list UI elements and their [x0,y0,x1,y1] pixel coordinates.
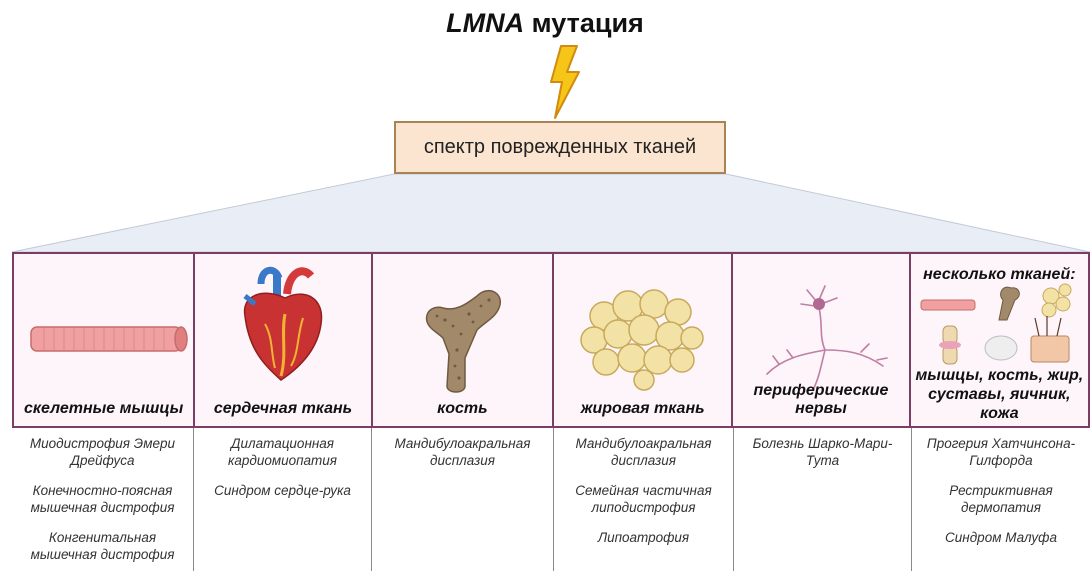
disease-item: Рестриктивная дермопатия [912,482,1090,516]
tissue-panel: скелетные мышцы сердечная ткань кость [12,252,1090,428]
disease-lists: Миодистрофия Эмери Дрейфуса Конечностно-… [12,428,1090,571]
tissue-col-multiple: несколько тканей: мышцы, кость, жир, сус… [911,254,1088,426]
disease-list-nerve: Болезнь Шарко-Мари-Тута [734,428,912,571]
tissue-label: скелетные мышцы [14,400,193,418]
tissue-label: сердечная ткань [195,400,370,418]
disease-item: Мандибулоакральная дисплазия [372,435,553,469]
disease-item: Дилатационная кардиомиопатия [194,435,371,469]
disease-item: Болезнь Шарко-Мари-Тута [734,435,911,469]
disease-item: Мандибулоакральная дисплазия [554,435,733,469]
disease-item: Прогерия Хатчинсона-Гилфорда [912,435,1090,469]
disease-item: Семейная частичная липодистрофия [554,482,733,516]
tissue-col-adipose: жировая ткань [554,254,733,426]
spectrum-label: спектр поврежденных тканей [424,136,696,159]
disease-list-heart: Дилатационная кардиомиопатия Синдром сер… [194,428,372,571]
multi-tissue-label: мышцы, кость, жир, суставы, яичник, кожа [911,366,1088,423]
tissue-label: кость [373,400,552,418]
tissue-col-heart: сердечная ткань [195,254,372,426]
disease-list-multiple: Прогерия Хатчинсона-Гилфорда Рестриктивн… [912,428,1090,571]
tissue-label: жировая ткань [554,400,731,418]
tissue-col-bone: кость [373,254,554,426]
disease-item: Синдром сердце-рука [194,482,371,499]
disease-item: Липоатрофия [554,529,733,546]
disease-list-adipose: Мандибулоакральная дисплазия Семейная ча… [554,428,734,571]
disease-list-skeletal-muscle: Миодистрофия Эмери Дрейфуса Конечностно-… [12,428,194,571]
tissue-col-skeletal-muscle: скелетные мышцы [14,254,195,426]
disease-item: Синдром Малуфа [912,529,1090,546]
disease-item: Конгенитальная мышечная дистрофия [12,529,193,563]
spectrum-box: спектр поврежденных тканей [394,121,726,174]
tissue-col-nerve: периферические нервы [733,254,910,426]
disease-item: Миодистрофия Эмери Дрейфуса [12,435,193,469]
tissue-label: периферические нервы [733,382,908,418]
disease-item: Конечностно-поясная мышечная дистрофия [12,482,193,516]
disease-list-bone: Мандибулоакральная дисплазия [372,428,554,571]
